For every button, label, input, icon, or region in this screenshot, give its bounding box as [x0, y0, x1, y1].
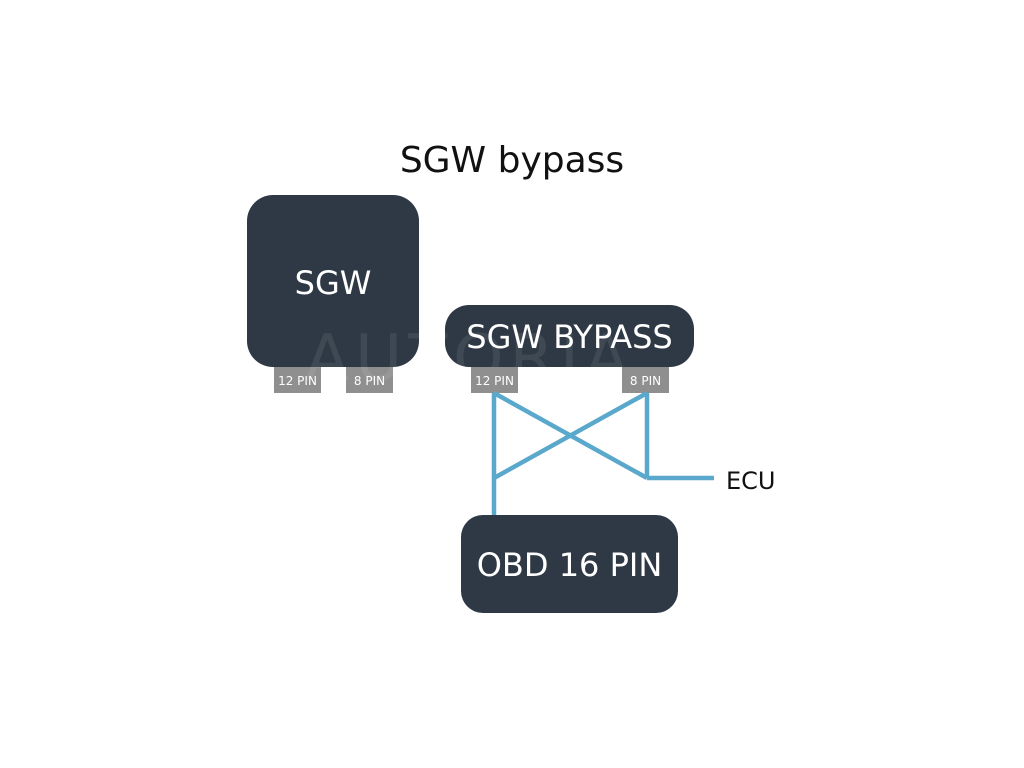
ecu-label: ECU — [726, 467, 776, 495]
bypass-8-pin-block — [622, 367, 669, 393]
sgw-bypass-box — [445, 305, 694, 367]
wiring — [491, 391, 714, 517]
watermark: AUTORIA — [305, 322, 634, 396]
sgw-label: SGW — [295, 264, 372, 302]
sgw-8-pin-block — [346, 367, 393, 393]
sgw-12-pin-block — [274, 367, 321, 393]
sgw-module: SGW — [247, 195, 419, 367]
bypass-12-pin-connector: 12 PIN — [471, 367, 518, 393]
sgw-bypass-label: SGW BYPASS — [466, 318, 672, 356]
sgw-bypass-module: SGW BYPASS — [445, 305, 694, 367]
bypass-12-pin-label: 12 PIN — [475, 374, 514, 388]
diagram-title: SGW bypass — [400, 140, 624, 181]
sgw-box — [247, 195, 419, 367]
obd-box — [461, 515, 678, 613]
bypass-8-pin-connector: 8 PIN — [622, 367, 669, 393]
sgw-8-pin-label: 8 PIN — [354, 374, 385, 388]
obd-module: OBD 16 PIN — [461, 515, 678, 613]
bypass-12-pin-block — [471, 367, 518, 393]
bypass-8-pin-label: 8 PIN — [630, 374, 661, 388]
wire-obd-to-8pin-cross — [492, 391, 649, 480]
obd-label: OBD 16 PIN — [477, 546, 663, 584]
sgw-12-pin-label: 12 PIN — [278, 374, 317, 388]
sgw-8-pin-connector: 8 PIN — [346, 367, 393, 393]
sgw-12-pin-connector: 12 PIN — [274, 367, 321, 393]
